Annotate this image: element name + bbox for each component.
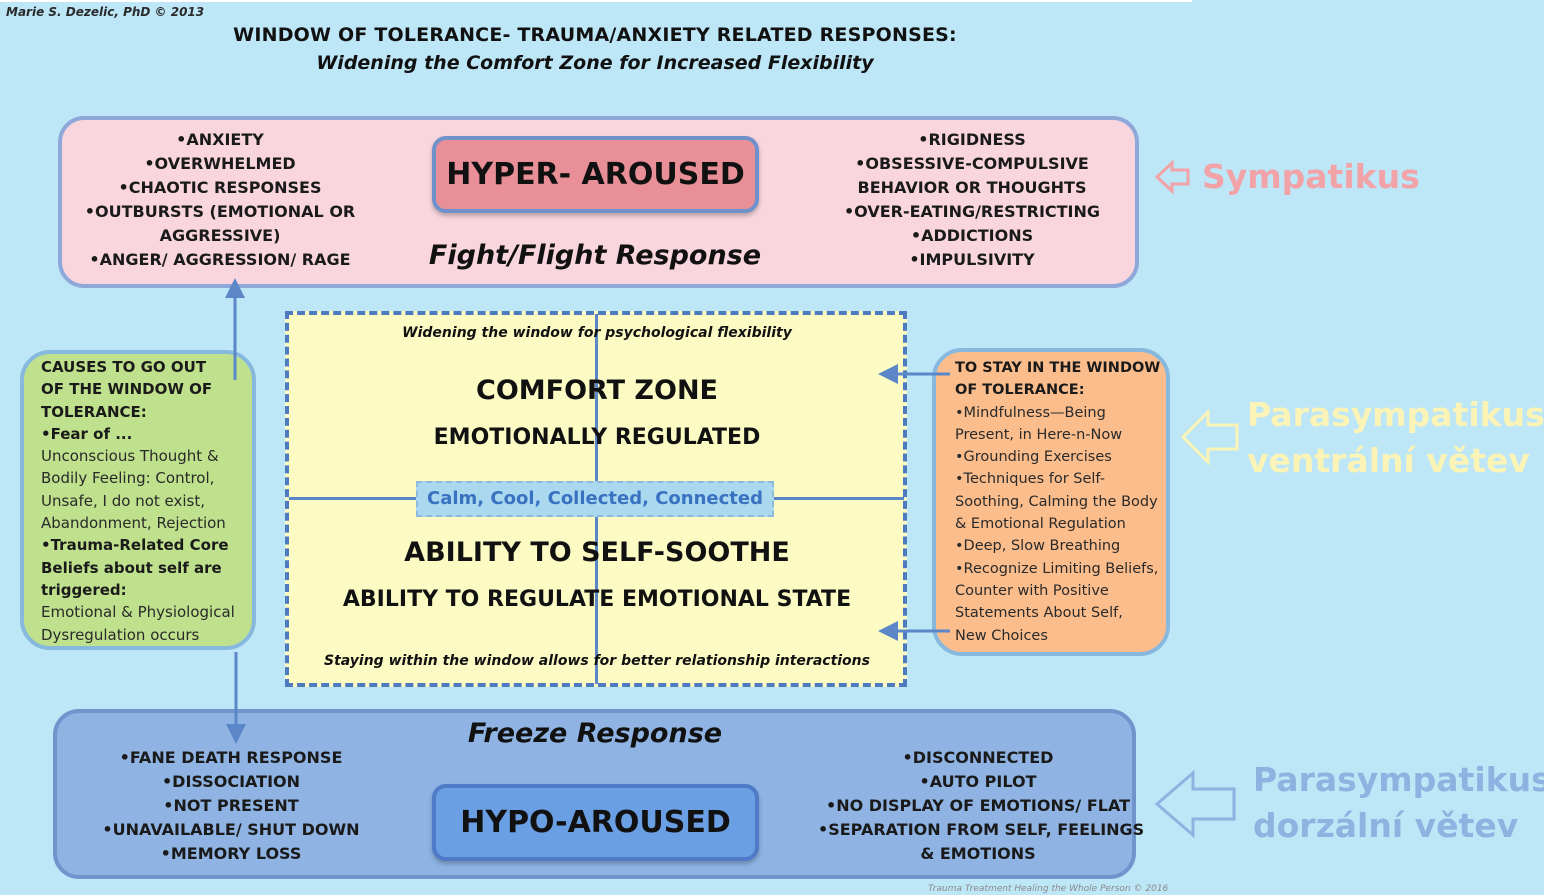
sympatikus-arrow-icon xyxy=(1154,159,1190,195)
list-item: •NOT PRESENT xyxy=(163,796,299,815)
causes-core-line: •Trauma-Related Core xyxy=(41,536,229,555)
left-arrow-to-comfort-zone xyxy=(878,364,950,384)
stay-heading-line: TO STAY IN THE WINDOW xyxy=(955,360,1161,376)
ventral-label-line: Parasympatikus xyxy=(1247,395,1544,434)
causes-core-line: triggered: xyxy=(41,580,127,599)
stay-line: Present, in Here-n-Now xyxy=(955,426,1123,443)
list-item: •DISSOCIATION xyxy=(161,772,301,791)
list-item: •NO DISPLAY OF EMOTIONS/ FLAT xyxy=(825,796,1130,815)
stay-line: •Recognize Limiting Beliefs, xyxy=(955,560,1159,577)
ventral-arrow-icon xyxy=(1180,408,1239,466)
dorsal-label-line: Parasympatikus xyxy=(1253,760,1544,799)
stay-text: TO STAY IN THE WINDOW OF TOLERANCE: •Min… xyxy=(955,357,1167,647)
fight-flight-response: Fight/Flight Response xyxy=(428,240,762,271)
comfort-zone-heading: COMFORT ZONE xyxy=(476,375,718,406)
down-arrow-to-hypo xyxy=(226,652,246,744)
causes-text: CAUSES TO GO OUT OF THE WINDOW OF TOLERA… xyxy=(41,356,251,646)
list-item: •AUTO PILOT xyxy=(919,772,1037,791)
hypo-aroused-badge: HYPO-AROUSED xyxy=(432,784,759,861)
emotionally-regulated-heading: EMOTIONALLY REGULATED xyxy=(433,425,761,450)
causes-heading-line: OF THE WINDOW OF xyxy=(41,380,213,399)
sympatikus-label: Sympatikus xyxy=(1202,157,1420,196)
ventral-branch-label: Parasympatikus ventrální větev xyxy=(1247,392,1544,484)
list-item: •OUTBURSTS (EMOTIONAL OR xyxy=(84,202,356,221)
widening-caption: Widening the window for psychological fl… xyxy=(402,325,792,341)
list-item: •SEPARATION FROM SELF, FEELINGS xyxy=(818,820,1145,839)
list-item: •CHAOTIC RESPONSES xyxy=(118,178,322,197)
list-item: •DISCONNECTED xyxy=(902,748,1054,767)
dorsal-branch-label: Parasympatikus dorzální větev xyxy=(1253,757,1544,849)
stay-line: Soothing, Calming the Body xyxy=(955,493,1158,510)
stay-line: & Emotional Regulation xyxy=(955,516,1126,533)
list-item: •FANE DEATH RESPONSE xyxy=(119,748,343,767)
list-item: •MEMORY LOSS xyxy=(160,844,302,863)
list-item: •IMPULSIVITY xyxy=(909,250,1035,269)
list-item: •ADDICTIONS xyxy=(910,226,1034,245)
list-item: & EMOTIONS xyxy=(920,844,1036,863)
stay-line: •Deep, Slow Breathing xyxy=(955,538,1121,555)
stay-line: New Choices xyxy=(955,627,1048,644)
list-item: •RIGIDNESS xyxy=(918,130,1026,149)
hyper-right-list: •RIGIDNESS •OBSESSIVE-COMPULSIVE BEHAVIO… xyxy=(832,128,1112,272)
center-horizontal-divider-left xyxy=(289,497,417,500)
dorsal-label-line: dorzální větev xyxy=(1253,806,1519,845)
list-item: BEHAVIOR OR THOUGHTS xyxy=(857,178,1087,197)
author-credit: Marie S. Dezelic, PhD © 2013 xyxy=(6,5,205,19)
list-item: •ANXIETY xyxy=(176,130,264,149)
causes-line: Bodily Feeling: Control, xyxy=(41,469,215,488)
footer-credit: Trauma Treatment Healing the Whole Perso… xyxy=(928,884,1169,894)
list-item: AGGRESSIVE) xyxy=(159,226,281,245)
staying-caption: Staying within the window allows for bet… xyxy=(324,653,870,669)
list-item: •OVER-EATING/RESTRICTING xyxy=(843,202,1101,221)
ventral-label-line: ventrální větev xyxy=(1247,441,1530,480)
stay-heading-line: OF TOLERANCE: xyxy=(955,382,1085,399)
causes-line: Emotional & Physiological xyxy=(41,603,235,622)
dorsal-arrow-icon xyxy=(1154,769,1236,839)
self-soothe-heading: ABILITY TO SELF-SOOTHE xyxy=(404,537,790,568)
list-item: •OBSESSIVE-COMPULSIVE xyxy=(855,154,1089,173)
causes-line: Unsafe, I do not exist, xyxy=(41,491,206,510)
stay-line: •Grounding Exercises xyxy=(955,449,1112,466)
list-item: •ANGER/ AGGRESSION/ RAGE xyxy=(89,250,351,269)
regulate-state-heading: ABILITY TO REGULATE EMOTIONAL STATE xyxy=(342,587,852,612)
causes-heading-line: CAUSES TO GO OUT xyxy=(41,358,207,376)
stay-line: •Mindfulness—Being xyxy=(955,404,1106,421)
center-horizontal-divider-right xyxy=(774,497,904,500)
causes-fear: •Fear of ... xyxy=(41,424,133,443)
causes-line: Unconscious Thought & xyxy=(41,447,219,466)
left-arrow-to-self-soothe xyxy=(878,621,950,641)
up-arrow-to-hyper xyxy=(225,278,245,380)
stay-line: •Techniques for Self- xyxy=(955,471,1105,488)
hypo-right-list: •DISCONNECTED •AUTO PILOT •NO DISPLAY OF… xyxy=(818,746,1145,866)
diagram-subtitle: Widening the Comfort Zone for Increased … xyxy=(316,52,874,74)
stay-line: Counter with Positive xyxy=(955,582,1109,599)
freeze-response: Freeze Response xyxy=(467,718,723,749)
list-item: •OVERWHELMED xyxy=(144,154,296,173)
hypo-left-list: •FANE DEATH RESPONSE •DISSOCIATION •NOT … xyxy=(86,746,376,866)
hyper-aroused-badge: HYPER- AROUSED xyxy=(432,136,759,213)
causes-panel xyxy=(20,350,256,650)
causes-line: Dysregulation occurs xyxy=(41,625,200,644)
causes-heading-line: TOLERANCE: xyxy=(41,402,147,421)
diagram-title: WINDOW OF TOLERANCE- TRAUMA/ANXIETY RELA… xyxy=(233,24,957,46)
causes-line: Abandonment, Rejection xyxy=(41,514,226,533)
hyper-left-list: •ANXIETY •OVERWHELMED •CHAOTIC RESPONSES… xyxy=(70,128,370,272)
causes-core-line: Beliefs about self are xyxy=(41,558,222,577)
list-item: •UNAVAILABLE/ SHUT DOWN xyxy=(102,820,360,839)
top-border-line xyxy=(0,0,1192,2)
stay-panel xyxy=(932,348,1170,656)
stay-line: Statements About Self, xyxy=(955,605,1123,622)
calm-cool-badge: Calm, Cool, Collected, Connected xyxy=(416,481,774,517)
